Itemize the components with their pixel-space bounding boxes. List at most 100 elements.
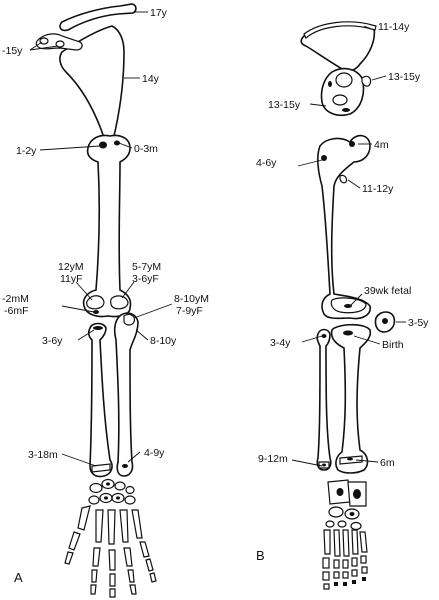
panel-letter-a: A (14, 570, 23, 585)
humerus-head-ossification (99, 141, 107, 149)
humerus-tubercle-ossification (114, 140, 120, 146)
pelvis-center (342, 108, 350, 112)
carpal-center (104, 496, 108, 500)
phalanx (145, 558, 154, 572)
label-radius-head: 3-6y (42, 335, 63, 347)
phalanx (109, 588, 116, 598)
radius-head-ossification (93, 326, 103, 330)
metacarpal (119, 509, 129, 543)
pelvis-body-bone (320, 67, 365, 117)
leader-line (297, 159, 323, 167)
phalanx (127, 569, 135, 583)
tarsal (325, 520, 335, 528)
metatarsal (333, 529, 341, 557)
tarsal (350, 521, 362, 531)
foot-bones (322, 479, 368, 590)
leader-line (121, 281, 135, 299)
label-patella: 3-5y (408, 317, 429, 329)
phalanx (129, 584, 137, 595)
carpal (124, 495, 136, 505)
label-clavicle: 17y (150, 7, 168, 19)
acromion-ossification (39, 37, 49, 45)
distal-ulna-center (122, 464, 128, 468)
label-distal-left-bottom: 11yF (60, 273, 83, 285)
phalanx (342, 559, 349, 569)
tarsal (328, 506, 344, 518)
leader-line (371, 75, 387, 81)
label-olecranon: 8-10y (150, 335, 177, 347)
medial-epicondyle-center (93, 310, 99, 314)
label-pelvis-left: 13-15y (268, 99, 301, 111)
phalanx (90, 584, 97, 595)
proximal-tibia-ossification (343, 330, 353, 336)
distal-radius-center (91, 463, 111, 473)
phalanx (139, 541, 150, 558)
tibia-bone (330, 323, 372, 474)
phalanx (322, 557, 330, 569)
leader-line (29, 41, 43, 51)
label-greater-trochanter: 4-6y (256, 157, 277, 169)
distal-femur-ossification (344, 304, 352, 308)
label-elbow-right-bottom: 7-9yF (176, 305, 203, 317)
femur-head-ossification (349, 141, 355, 147)
distal-fibula-ossification (322, 463, 326, 467)
pelvis-center (328, 81, 332, 87)
label-distal-right-bottom: 3-6yF (132, 273, 159, 285)
label-proximal-tibia: Birth (382, 339, 404, 351)
label-acromion: -15y (2, 45, 23, 57)
hand-bones (64, 478, 157, 598)
femur-bone (317, 134, 371, 320)
leader-line (29, 45, 59, 51)
label-lesser-trochanter: 11-12y (362, 183, 394, 195)
talus-center (336, 488, 344, 496)
panel-a: 17y -15y 14y 1-2y 0-3m 12yM 11yF 5-7yM 3… (2, 3, 209, 598)
phalanx (361, 566, 368, 574)
label-humerus-head-left: 1-2y (16, 145, 37, 157)
humerus-bone (82, 134, 132, 318)
fibula-bone (316, 328, 332, 471)
label-elbow-left-bottom: -6mF (4, 305, 29, 317)
leader-line (309, 103, 327, 107)
distal-tibia-ossification (347, 457, 353, 461)
tarsal (337, 520, 347, 528)
leader-line (77, 329, 95, 341)
label-distal-ulna: 4-9y (144, 447, 165, 459)
phalanx (333, 559, 340, 569)
label-femur-head: 4m (374, 139, 389, 151)
metacarpal (95, 509, 104, 543)
phalanx (149, 572, 157, 583)
panel-letter-b: B (256, 548, 265, 563)
leader-line (301, 335, 323, 343)
phalanx (92, 547, 101, 567)
phalanx (123, 547, 133, 567)
tarsal-center (349, 512, 355, 516)
calcaneus-center (353, 489, 361, 499)
carpal-center (106, 482, 110, 486)
label-iliac-crest: 11-14y (378, 21, 410, 33)
leader-line (347, 179, 361, 189)
metatarsal (359, 531, 368, 553)
label-elbow-left-top: -2mM (2, 293, 29, 305)
capitulum-center (86, 295, 105, 310)
leader-line (135, 329, 149, 341)
phalanx (360, 555, 367, 564)
leader-line (355, 459, 379, 463)
phalanx (91, 569, 98, 583)
iliac-crest-apophysis (303, 21, 377, 39)
phalanx (362, 577, 366, 581)
label-distal-radius: 3-18m (28, 449, 58, 461)
carpal (88, 495, 100, 505)
phalanx (343, 582, 347, 586)
patella-ossification (382, 318, 388, 324)
phalanx (352, 580, 356, 584)
leader-line (133, 303, 173, 319)
phalanx (322, 571, 330, 581)
label-proximal-fibula: 3-4y (270, 337, 291, 349)
label-humerus-head-right: 0-3m (134, 143, 158, 155)
carpal (125, 485, 135, 495)
label-pelvis-right: 13-15y (388, 71, 421, 83)
acetabulum (335, 72, 353, 88)
leader-line (291, 459, 323, 467)
label-distal-femur: 39wk fetal (364, 285, 411, 297)
leader-line (118, 142, 133, 149)
